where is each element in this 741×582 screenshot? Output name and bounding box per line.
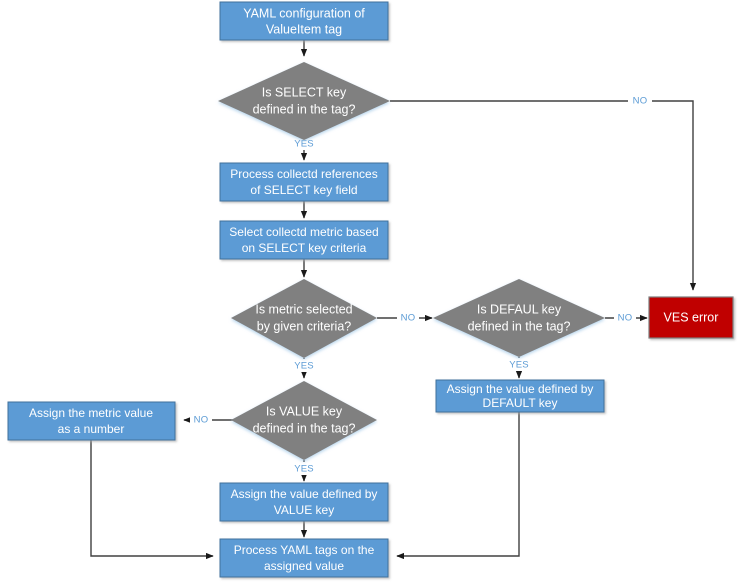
edge-label-bg bbox=[291, 137, 317, 150]
node-assign-number[interactable]: Assign the metric value as a number bbox=[7, 401, 176, 441]
node-metric-selected[interactable]: Is metric selected by given criteria? bbox=[231, 279, 377, 358]
edge-select-no-to-error: NO bbox=[390, 94, 697, 291]
edge-metric-no-to-defaul: NO bbox=[377, 311, 433, 324]
node-defaul-key[interactable]: Is DEFAUL key defined in the tag? bbox=[433, 279, 605, 357]
edge-label-value-yes: YES bbox=[294, 464, 314, 475]
edge-label-bg bbox=[291, 359, 317, 372]
edge-label-bg bbox=[190, 413, 212, 426]
edge-assign-number-to-yaml bbox=[90, 440, 214, 560]
edge-label-defaul-no: NO bbox=[618, 313, 633, 324]
edge-label-metric-no: NO bbox=[401, 313, 416, 324]
edge-metric-yes-to-value: YES bbox=[291, 358, 317, 379]
node-ves-error[interactable]: VES error bbox=[648, 296, 734, 339]
edge-label-select-no: NO bbox=[633, 96, 648, 107]
edge-label-bg bbox=[506, 358, 532, 371]
node-assign-value-shape[interactable] bbox=[219, 482, 389, 522]
node-start[interactable]: YAML configuration of ValueItem tag bbox=[219, 1, 389, 41]
node-value-key[interactable]: Is VALUE key defined in the tag? bbox=[231, 381, 377, 460]
edge-label-bg bbox=[397, 311, 419, 324]
edge-label-value-no: NO bbox=[194, 415, 209, 426]
node-assign-number-shape[interactable] bbox=[7, 401, 176, 441]
edge-label-metric-yes: YES bbox=[294, 361, 314, 372]
edge-defaul-yes-to-assign: YES bbox=[506, 357, 532, 379]
node-select-key-shape[interactable] bbox=[218, 62, 390, 140]
node-start-shape[interactable] bbox=[219, 1, 389, 41]
edge-assign-default-to-yaml bbox=[396, 412, 520, 560]
edge-label-bg bbox=[291, 462, 317, 475]
edge-value-yes-to-assign: YES bbox=[291, 460, 317, 482]
node-assign-value[interactable]: Assign the value defined by VALUE key bbox=[219, 482, 389, 522]
node-layer: YAML configuration of ValueItem tag Is S… bbox=[7, 1, 734, 578]
edge-label-defaul-yes: YES bbox=[509, 360, 529, 371]
edge-value-no-to-number: NO bbox=[183, 413, 237, 426]
edge-layer: NO YES NO bbox=[90, 40, 697, 560]
node-process-refs-shape[interactable] bbox=[219, 162, 389, 202]
node-assign-default-shape[interactable] bbox=[435, 379, 605, 413]
edge-label-bg bbox=[614, 311, 636, 324]
node-select-metric-shape[interactable] bbox=[219, 220, 389, 260]
edge-defaul-no-to-error: NO bbox=[605, 311, 648, 324]
node-process-yaml-shape[interactable] bbox=[219, 538, 389, 578]
edge-label-select-yes: YES bbox=[294, 139, 314, 150]
node-process-refs[interactable]: Process collectd references of SELECT ke… bbox=[219, 162, 389, 202]
node-defaul-key-shape[interactable] bbox=[433, 279, 605, 357]
node-process-yaml[interactable]: Process YAML tags on the assigned value bbox=[219, 538, 389, 578]
edge-select-yes-to-refs: YES bbox=[291, 137, 317, 161]
edge-label-bg bbox=[628, 94, 652, 107]
node-metric-selected-shape[interactable] bbox=[231, 279, 377, 358]
node-select-key[interactable]: Is SELECT key defined in the tag? bbox=[218, 62, 390, 140]
node-assign-default[interactable]: Assign the value defined by DEFAULT key bbox=[435, 379, 605, 413]
node-select-metric[interactable]: Select collectd metric based on SELECT k… bbox=[219, 220, 389, 260]
node-ves-error-shape[interactable] bbox=[648, 296, 734, 339]
node-value-key-shape[interactable] bbox=[231, 381, 377, 460]
